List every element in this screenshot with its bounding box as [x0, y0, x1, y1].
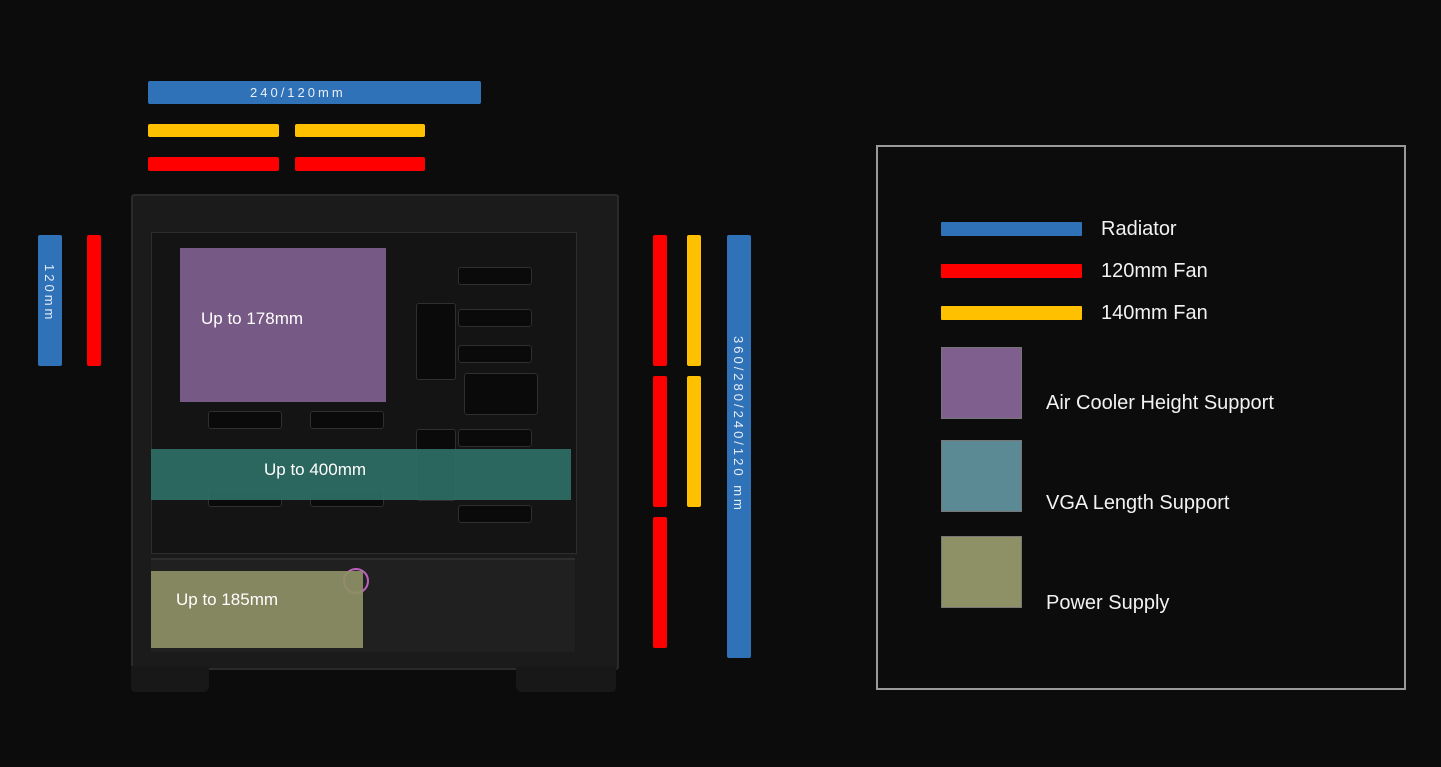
- cable-cutout-1: [416, 303, 456, 380]
- legend-swatch-air-cooler: [941, 347, 1022, 419]
- legend-label-vga: VGA Length Support: [1046, 492, 1230, 514]
- legend-label-power-supply: Power Supply: [1046, 592, 1170, 614]
- legend-label-air-cooler: Air Cooler Height Support: [1046, 392, 1274, 414]
- vga-zone-label: Up to 400mm: [264, 460, 367, 479]
- legend-swatch-power-supply: [941, 536, 1022, 608]
- front-fan120-bar-1: [653, 235, 667, 366]
- front-fan120-bar-3: [653, 517, 667, 648]
- legend-swatch-fan140: [941, 306, 1082, 320]
- front-radiator-label: 360/280/240/120 mm: [731, 336, 746, 513]
- drive-slot-6: [208, 411, 282, 429]
- front-fan120-bar-2: [653, 376, 667, 507]
- case-foot-right: [516, 666, 616, 692]
- case-foot-left: [131, 666, 209, 692]
- top-fan140-bar-2: [295, 124, 425, 137]
- drive-slot-1: [458, 267, 532, 285]
- rear-radiator-bar: [38, 235, 62, 366]
- air-cooler-zone-label: Up to 178mm: [201, 309, 304, 328]
- legend-label-radiator: Radiator: [1101, 218, 1177, 240]
- top-fan120-bar-2: [295, 157, 425, 171]
- drive-slot-4: [458, 429, 532, 447]
- cable-cutout-2: [464, 373, 538, 415]
- legend-swatch-radiator: [941, 222, 1082, 236]
- top-fan140-bar-1: [148, 124, 279, 137]
- top-radiator-label: 240/120mm: [250, 85, 346, 100]
- legend-swatch-vga: [941, 440, 1022, 512]
- top-fan120-bar-1: [148, 157, 279, 171]
- legend-label-fan120: 120mm Fan: [1101, 260, 1208, 282]
- rear-fan120-bar: [87, 235, 101, 366]
- drive-slot-7: [310, 411, 384, 429]
- legend-swatch-fan120: [941, 264, 1082, 278]
- air-cooler-zone: [180, 248, 386, 402]
- rear-radiator-label: 120mm: [42, 264, 57, 323]
- drive-slot-5: [458, 505, 532, 523]
- legend-label-fan140: 140mm Fan: [1101, 302, 1208, 324]
- front-fan140-bar-2: [687, 376, 701, 507]
- psu-zone: [151, 571, 363, 648]
- drive-slot-2: [458, 309, 532, 327]
- legend-box: [876, 145, 1406, 690]
- vga-zone: [151, 449, 571, 500]
- drive-slot-3: [458, 345, 532, 363]
- front-fan140-bar-1: [687, 235, 701, 366]
- front-radiator-bar: [727, 235, 751, 658]
- psu-zone-label: Up to 185mm: [176, 590, 279, 609]
- top-radiator-bar: [148, 81, 481, 104]
